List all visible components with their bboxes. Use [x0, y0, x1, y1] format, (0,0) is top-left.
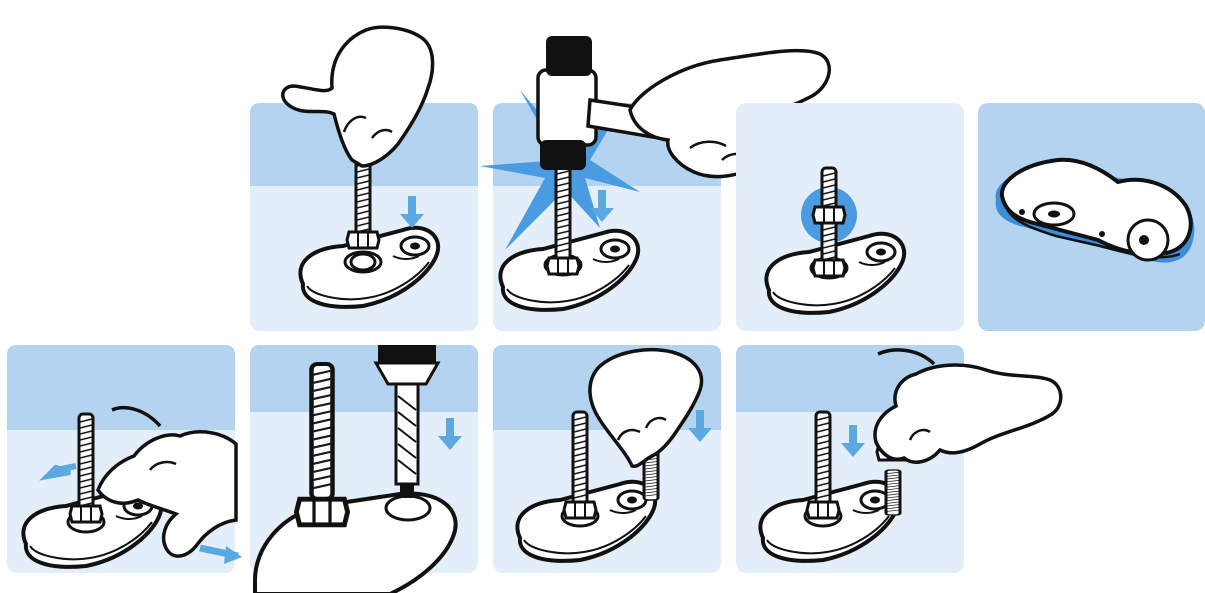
threaded-stud-icon — [79, 414, 93, 514]
hex-nut-icon — [547, 258, 579, 274]
panel-step-6 — [493, 345, 721, 573]
hex-nut-icon — [813, 260, 845, 276]
threaded-stud-icon — [556, 160, 570, 260]
threaded-stud-icon — [816, 412, 830, 512]
threaded-stud-icon — [573, 412, 587, 512]
hex-nut-icon — [70, 506, 102, 522]
hex-nut-icon — [296, 499, 347, 525]
panel-step-1 — [250, 27, 478, 331]
panel-result — [978, 103, 1205, 331]
panel-step-4 — [7, 345, 242, 573]
hex-nut-icon — [813, 207, 845, 223]
panel-step-3 — [736, 103, 964, 331]
hex-nut-icon — [564, 502, 596, 518]
panel-step-5 — [250, 345, 478, 593]
panel-step-7 — [736, 345, 1061, 573]
threaded-stud-icon — [312, 364, 333, 499]
threaded-stud-icon — [886, 470, 900, 515]
hex-nut-icon — [347, 232, 379, 248]
hex-nut-icon — [807, 502, 839, 518]
